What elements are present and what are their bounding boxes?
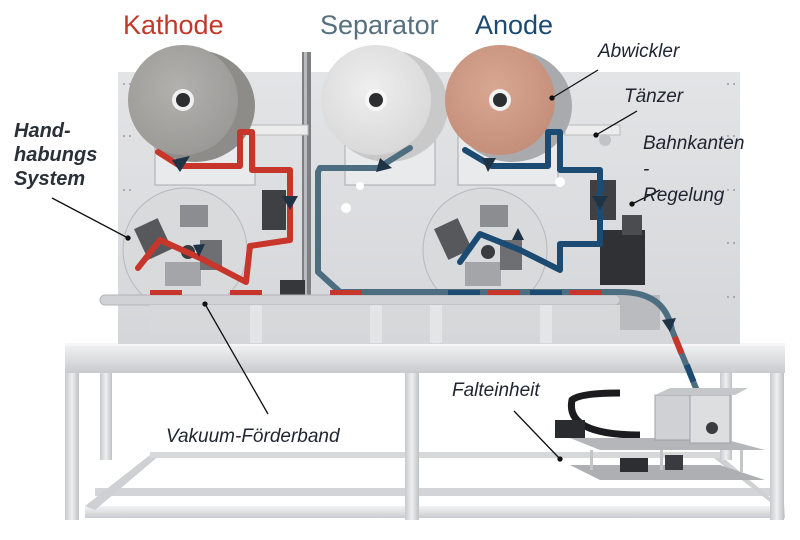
electrode-segment [330,290,362,295]
leader-lines [51,69,661,462]
roll-cathode [128,45,255,162]
title-kathode: Kathode [123,10,224,40]
frame-leg [405,370,419,520]
combined-web-path [617,289,703,401]
frame-leg [770,370,784,520]
direction-arrow-icon [592,196,608,210]
direction-arrow-icon [512,228,524,240]
direction-arrows [172,156,676,332]
label-vakuum-foerderband: Vakuum-Förderband [166,426,340,447]
title-separator: Separator [320,10,439,40]
electrode-segment [488,290,520,295]
handling-disc-right [422,187,548,313]
electrode-segment [671,335,685,355]
electrode-segments [150,290,697,383]
leader-abwickler [551,69,599,99]
label-bahnkanten: Bahnkanten [643,133,745,154]
direction-arrow-icon [482,158,496,172]
label-handhabung-1: Hand- [14,120,71,142]
frame-leg [65,370,79,520]
leader-falteinheit [513,410,561,460]
frame-top-beam [65,343,785,373]
direction-arrow-icon [376,158,392,172]
label-abwickler: Abwickler [598,41,680,62]
roll-anode [445,45,572,162]
leader-taenzer [595,110,638,136]
direction-arrow-icon [282,196,298,210]
electrode-segment [683,363,697,383]
direction-arrow-icon [193,244,205,257]
leader-bahnkanten [631,189,661,205]
vacuum-conveyor [99,294,621,343]
direction-arrow-icon [662,318,676,332]
leader-handhabung [51,197,129,239]
roll-separator [321,45,448,162]
electrode-segment [530,290,562,295]
electrode-segment [150,290,182,295]
electrode-segment [230,290,262,295]
web-paths [135,129,703,401]
electrode-segment [570,290,602,295]
label-handhabung-2: habungs [14,144,98,166]
cathode-web-path [135,129,293,285]
label-handhabung-3: System [14,168,86,190]
frame-leg [100,370,112,460]
electrode-segment [448,290,480,295]
leader-vakuum [204,303,269,415]
label-falteinheit: Falteinheit [452,380,540,401]
direction-arrow-icon [172,156,190,172]
label-taenzer: Tänzer [624,86,684,107]
label-bahnkanten-dash: - [643,159,650,180]
folding-unit [555,388,765,480]
title-anode: Anode [475,10,554,40]
anode-web-path [457,129,603,273]
machine-frame [65,343,785,520]
label-regelung: Regelung [643,185,725,206]
